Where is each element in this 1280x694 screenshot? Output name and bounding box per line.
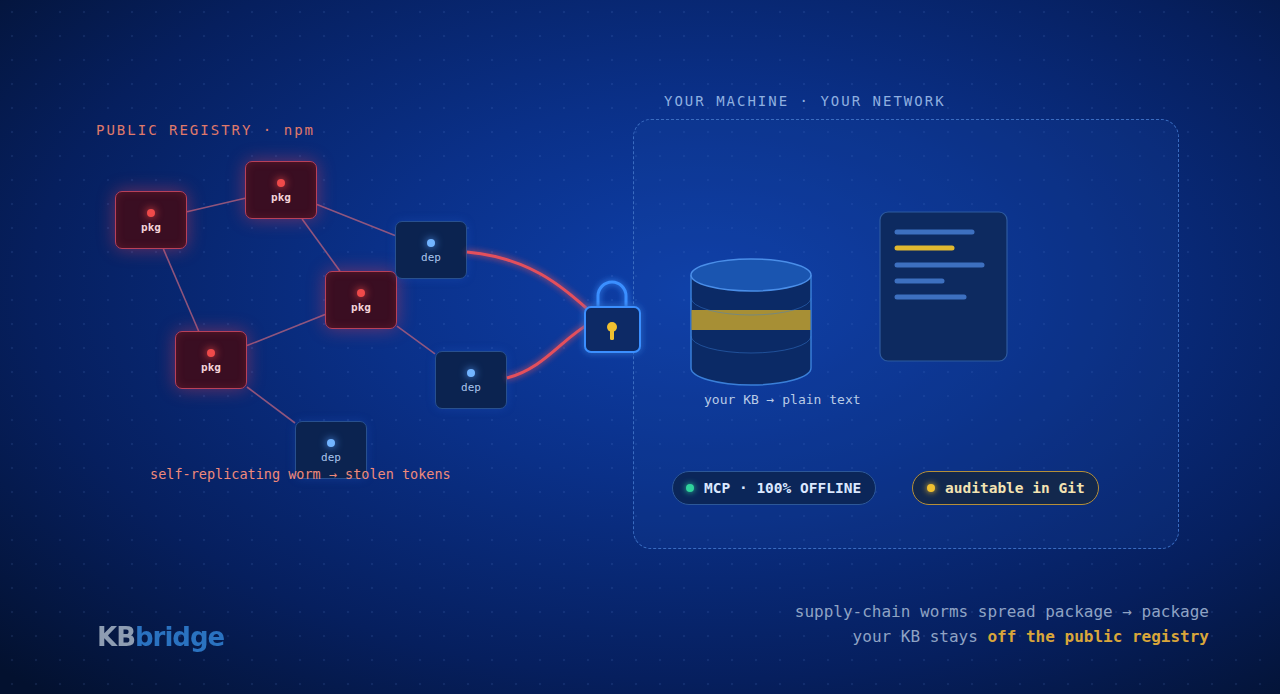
shape-caption: your KB → plain text [704,392,861,408]
caption-row: your KB stays off the public registry [853,627,1209,647]
lock-keyhole [610,329,614,340]
status-dot [277,179,285,187]
status-pill: MCP · 100% OFFLINE [672,471,876,505]
package-box: pkg [175,331,247,389]
status-dot [427,239,435,247]
box-label: dep [396,251,466,265]
group-heading: YOUR MACHINE · YOUR NETWORK [664,92,946,110]
cylinder-top [691,259,811,291]
status-dot [207,349,215,357]
cylinder-ring [691,298,811,315]
dependency-link [247,314,325,345]
package-box: pkg [245,161,317,219]
dependency-box: dep [435,351,507,409]
status-dot [686,484,694,492]
box-label: pkg [246,191,316,205]
status-dot [927,484,935,492]
status-dot [327,439,335,447]
brand-logo: KBbridge [97,620,224,654]
status-dot [467,369,475,377]
cylinder-ring [691,336,811,353]
lock-shackle [598,282,626,309]
caption-line: supply-chain worms spread package → pack… [795,602,1209,621]
pill-label: auditable in Git [945,479,1085,497]
box-label: dep [296,451,366,465]
database-cylinder [690,258,812,388]
dependency-link [397,326,435,354]
status-pill: auditable in Git [912,471,1099,505]
package-box: pkg [115,191,187,249]
dependency-link [247,387,295,423]
status-dot [147,209,155,217]
cylinder-band [692,310,811,330]
leak-curve [467,252,592,313]
dependency-link [163,249,198,331]
box-label: pkg [176,361,246,375]
status-dot [357,289,365,297]
knowledge-base: your KB → plain text [690,258,870,418]
caption-highlight: off the public registry [987,627,1209,646]
lock-keyhole [607,322,617,332]
caption-line: your KB stays [853,627,978,646]
package-box: pkg [325,271,397,329]
box-label: pkg [116,221,186,235]
warning-note: self-replicating worm → stolen tokens [150,465,451,483]
dependency-link [187,198,245,211]
lock-body [585,307,640,352]
caption-row: supply-chain worms spread package → pack… [795,602,1209,622]
local-boundary: YOUR MACHINE · YOUR NETWORKyour KB → pla… [633,119,1179,549]
dependency-box: dep [395,221,467,279]
box-label: dep [436,381,506,395]
box-label: pkg [326,301,396,315]
dependency-link [317,204,395,235]
group-label: PUBLIC REGISTRY · npm [96,121,315,139]
dependency-link [302,219,340,271]
pill-label: MCP · 100% OFFLINE [704,479,861,497]
leak-curve [507,322,592,378]
